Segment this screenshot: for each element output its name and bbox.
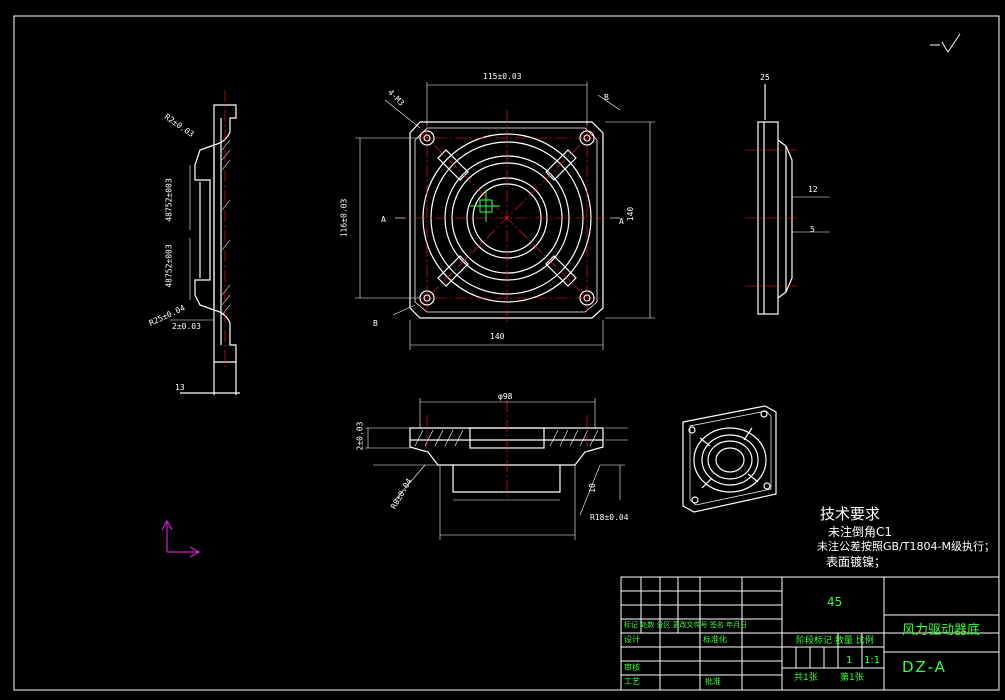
sheets-total: 共1张 <box>794 673 818 683</box>
front-view <box>409 121 604 319</box>
standardization-label: 标准化 <box>703 635 727 644</box>
ucs-icon <box>161 519 201 558</box>
dim-875-lower: 48752±003 <box>164 244 174 288</box>
title-block <box>620 576 1000 691</box>
left-section-view <box>180 104 240 395</box>
front-centerlines <box>395 110 620 325</box>
dim-12: 12 <box>808 185 818 194</box>
isometric-view <box>682 405 777 513</box>
drawing-frame <box>13 15 1000 691</box>
right-side-view <box>757 84 793 315</box>
dim-875-upper: 48752±003 <box>164 178 174 222</box>
dim-10: 10 <box>587 483 597 493</box>
material-value: 45 <box>827 595 843 609</box>
front-view-cursor <box>470 190 500 222</box>
process-label: 工艺 <box>624 677 640 686</box>
bottom-centerlines <box>426 400 588 500</box>
dim-25: 25 <box>760 73 770 82</box>
dim-2-vertical: 2±0.03 <box>355 421 365 451</box>
roughness-symbol <box>930 33 961 53</box>
left-section-hatch <box>221 139 231 316</box>
design-label: 设计 <box>624 635 640 644</box>
section-label-a-left: A <box>381 215 386 224</box>
stage-qty-scale-header: 阶段标记 数量 比例 <box>796 636 874 646</box>
drawing-number: DZ-A <box>902 658 947 676</box>
dim-115: 115±0.03 <box>483 72 522 81</box>
tech-requirement-2: 未注公差按照GB/T1804-M级执行； <box>817 540 995 553</box>
section-label-a-right: A <box>619 217 624 226</box>
review-label: 审核 <box>624 663 640 672</box>
section-label-b-top: B <box>604 93 609 102</box>
scale-value: 1:1 <box>864 655 881 666</box>
dim-2: 2±0.03 <box>172 322 201 331</box>
bottom-dim-lines <box>365 398 628 540</box>
approve-label: 批准 <box>705 677 721 686</box>
front-dim-lines <box>355 82 655 350</box>
section-label-b-bottom: B <box>373 319 378 328</box>
dim-116: 116±0.03 <box>339 198 349 238</box>
right-centerlines <box>745 149 800 287</box>
dim-140-right: 140 <box>626 206 636 222</box>
dim-13: 13 <box>175 383 185 392</box>
bottom-section-hatch <box>414 429 599 447</box>
left-dim-lines <box>170 165 214 321</box>
tech-requirement-1: 未注倒角C1 <box>828 525 893 539</box>
right-dim-lines <box>792 196 830 233</box>
part-name: 风力驱动器底 <box>902 623 981 638</box>
dim-r18: R18±0.04 <box>590 513 629 522</box>
dim-140-bottom: 140 <box>490 332 505 341</box>
quantity-value: 1 <box>846 655 853 666</box>
sheet-number: 第1张 <box>840 673 864 683</box>
dim-5: 5 <box>810 225 815 234</box>
tech-requirements-title: 技术要求 <box>820 505 881 523</box>
tech-requirement-3: 表面镀镍； <box>826 555 887 569</box>
revision-header-row: 标记 处数 分区 更改文件号 签名 年月日 <box>624 621 748 629</box>
dim-phi98: φ98 <box>498 392 513 401</box>
